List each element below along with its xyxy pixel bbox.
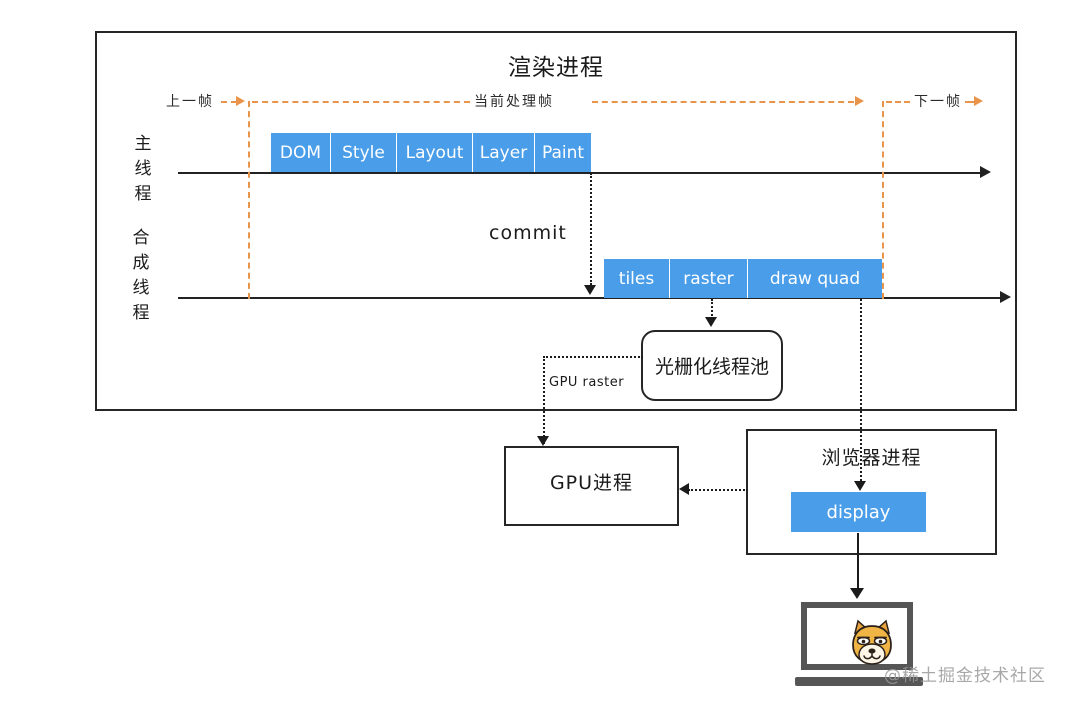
rasterizer-thread-pool-node: 光栅化线程池: [641, 330, 783, 401]
main-thread-label: 主线程: [130, 132, 156, 207]
draw-quad-to-display-connector: [860, 299, 862, 485]
compositor-thread-timeline-arrow-icon: [1000, 291, 1011, 303]
browser-process-box: 浏览器进程: [746, 429, 997, 555]
thread-label-glyph: 线: [132, 278, 150, 298]
gpu-process-box: GPU进程: [504, 446, 679, 526]
gpu-raster-label: GPU raster: [549, 375, 625, 390]
display-to-screen-arrow-icon: [850, 588, 864, 599]
browser-to-gpu-arrow-icon: [679, 483, 689, 495]
draw-quad-arrow-icon: [854, 481, 866, 491]
display-to-screen-connector: [857, 533, 859, 593]
gpu-raster-connector-vertical: [543, 356, 545, 444]
watermark-text: @稀土掘金技术社区: [884, 666, 1046, 686]
compositor-thread-timeline: [178, 297, 1006, 299]
main-thread-timeline-arrow-icon: [980, 166, 991, 178]
current-frame-arrow-icon: [855, 96, 864, 106]
thread-label-glyph: 成: [132, 253, 150, 273]
compositor-phase-tiles: tiles: [604, 259, 670, 298]
next-frame-label: 下一帧: [911, 91, 965, 111]
commit-label: commit: [489, 222, 567, 244]
compositor-thread-label: 合成线程: [128, 226, 154, 326]
compositor-phase-raster: raster: [670, 259, 748, 298]
gpu-raster-connector-horizontal: [543, 356, 643, 358]
main-phase-dom: DOM: [271, 133, 331, 172]
raster-to-pool-arrow-icon: [705, 317, 717, 327]
renderer-process-title: 渲染进程: [508, 55, 604, 81]
browser-process-title: 浏览器进程: [821, 447, 922, 469]
doge-icon: [852, 619, 892, 665]
commit-arrow-icon: [584, 285, 596, 295]
thread-label-glyph: 程: [134, 184, 152, 204]
frame-ruler-previous: [211, 101, 237, 103]
thread-label-glyph: 程: [132, 303, 150, 323]
previous-frame-label: 上一帧: [163, 91, 217, 111]
laptop-icon: [795, 602, 923, 690]
compositor-phase-draw-quad: draw quad: [748, 259, 882, 298]
commit-connector: [590, 173, 592, 285]
frame-ruler-next-left: [886, 101, 910, 103]
frame-ruler-current-left: [252, 101, 470, 103]
frame-divider-end: [882, 101, 884, 299]
main-phase-layer: Layer: [473, 133, 535, 172]
frame-divider-start: [248, 101, 250, 299]
frame-ruler-next-right: [963, 101, 975, 103]
main-phase-style: Style: [331, 133, 397, 172]
renderer-process-box: 渲染进程: [95, 31, 1017, 411]
next-frame-arrow-icon: [974, 96, 983, 106]
thread-label-glyph: 主: [134, 134, 152, 154]
previous-frame-arrow-icon: [236, 96, 245, 106]
browser-to-gpu-connector: [688, 489, 748, 491]
gpu-raster-arrow-icon: [537, 436, 549, 446]
main-thread-timeline: [178, 172, 986, 174]
current-frame-label: 当前处理帧: [471, 91, 557, 111]
display-node: display: [791, 492, 926, 532]
frame-ruler-current-right: [592, 101, 854, 103]
gpu-process-title: GPU进程: [549, 472, 634, 494]
main-phase-layout: Layout: [397, 133, 473, 172]
laptop-base: [795, 677, 923, 686]
thread-label-glyph: 线: [134, 159, 152, 179]
laptop-screen: [801, 602, 913, 670]
thread-label-glyph: 合: [132, 228, 150, 248]
raster-to-pool-connector: [711, 299, 713, 319]
main-phase-paint: Paint: [535, 133, 591, 172]
